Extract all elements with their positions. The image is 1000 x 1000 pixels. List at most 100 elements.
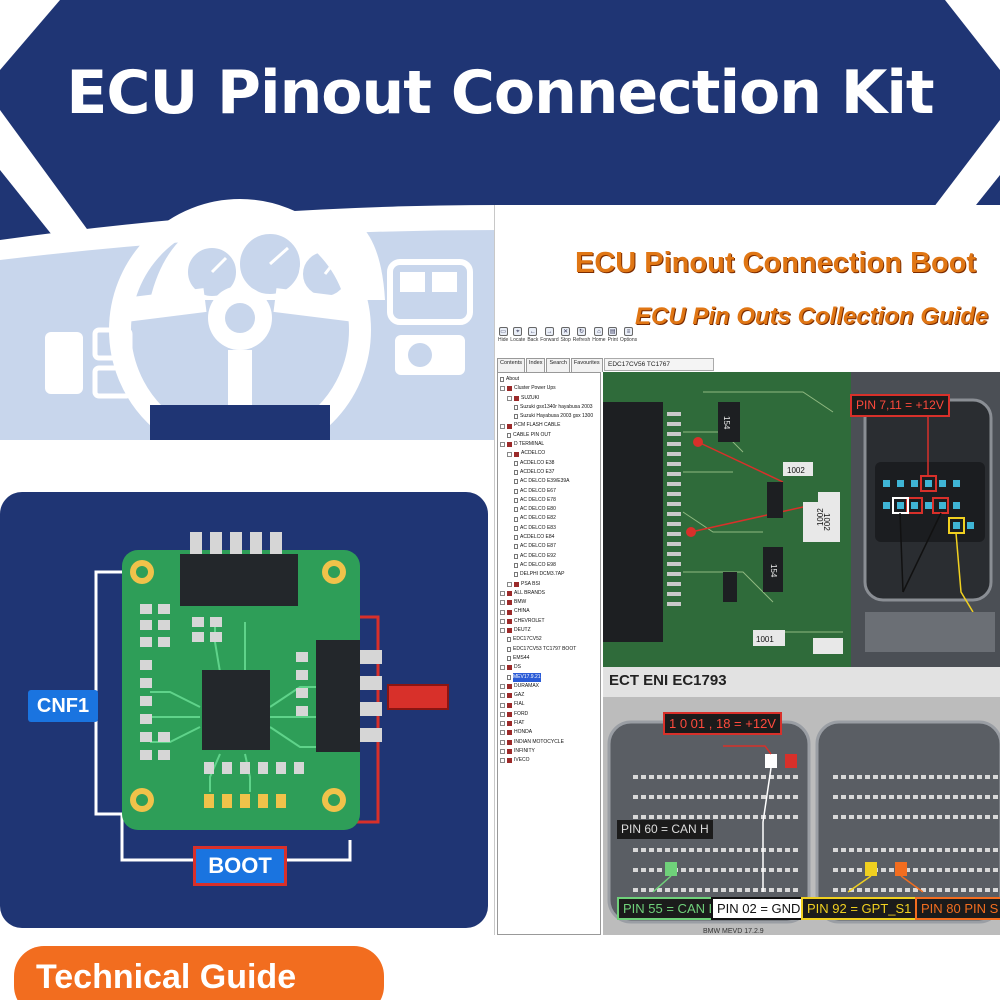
- expand-toggle-icon[interactable]: [500, 721, 505, 727]
- tree-item[interactable]: EDC17CV52: [500, 635, 600, 644]
- tree-item-label: AC DELCO E92: [520, 552, 556, 559]
- expand-toggle-icon[interactable]: [500, 442, 505, 448]
- tree-item[interactable]: AC DELCO E98: [500, 561, 600, 570]
- tab-index[interactable]: Index: [526, 358, 546, 372]
- tree-item[interactable]: FIAT: [500, 719, 600, 728]
- tree-item[interactable]: GAZ: [500, 691, 600, 700]
- toolbar-options-button[interactable]: ≡Options: [619, 327, 638, 343]
- expand-toggle-icon[interactable]: [500, 711, 505, 717]
- page-icon: [507, 646, 511, 652]
- tree-item-label: ACDELCO E38: [520, 459, 555, 466]
- tree-item-label: Suzuki Hayabusa 2003 gsx 1300: [520, 413, 594, 420]
- tree-item[interactable]: ACDELCO E38: [500, 459, 600, 468]
- page-icon: [514, 553, 518, 559]
- tree-item-label: EDC17CV53 TC1797 BOOT: [513, 645, 577, 652]
- tree-item-label: CHINA: [514, 608, 530, 615]
- book-icon: [507, 609, 512, 615]
- tree-item[interactable]: INDIAN MOTOCYCLE: [500, 738, 600, 747]
- expand-toggle-icon[interactable]: [500, 628, 505, 634]
- expand-toggle-icon[interactable]: [500, 609, 505, 615]
- page-icon: [514, 516, 518, 522]
- expand-toggle-icon[interactable]: [500, 758, 505, 764]
- expand-toggle-icon[interactable]: [500, 665, 505, 671]
- expand-toggle-icon[interactable]: [507, 581, 512, 587]
- tree-item[interactable]: About: [500, 375, 600, 384]
- expand-toggle-icon[interactable]: [507, 451, 512, 457]
- expand-toggle-icon[interactable]: [507, 395, 512, 401]
- tree-item[interactable]: AC DELCO E78: [500, 496, 600, 505]
- pin-55-label: PIN 55 = CAN L: [617, 897, 722, 920]
- tree-item[interactable]: INFINITY: [500, 747, 600, 756]
- tree-item[interactable]: ACDELCO E37: [500, 468, 600, 477]
- tab-contents[interactable]: Contents: [497, 358, 526, 372]
- tree-item[interactable]: AC DELCO E39/E39A: [500, 477, 600, 486]
- tree-item[interactable]: PCM FLASH CABLE: [500, 421, 600, 430]
- tree-item[interactable]: DS: [500, 663, 600, 672]
- tree-item[interactable]: PSA BSI: [500, 580, 600, 589]
- tree-item-label: SUZUKI: [521, 394, 540, 401]
- tree-item[interactable]: IVECO: [500, 756, 600, 765]
- tree-item[interactable]: Cluster Power Ups: [500, 384, 600, 393]
- tree-item[interactable]: AC DELCO E80: [500, 505, 600, 514]
- tab-favourites[interactable]: Favourites: [570, 358, 603, 372]
- tree-item[interactable]: SUZUKI: [500, 394, 600, 403]
- toolbar-locate-button[interactable]: ⌖Locate: [510, 327, 526, 343]
- tree-item[interactable]: CABLE PIN OUT: [500, 431, 600, 440]
- expand-toggle-icon[interactable]: [500, 702, 505, 708]
- tree-item[interactable]: DELPHI DCM3.7AP: [500, 570, 600, 579]
- tree-item[interactable]: ACDELCO E84: [500, 533, 600, 542]
- expand-toggle-icon[interactable]: [500, 386, 505, 392]
- tab-search[interactable]: Search: [546, 358, 570, 372]
- tree-item[interactable]: Suzuki gsx1340r hayabusa 2003: [500, 403, 600, 412]
- tree-item[interactable]: AC DELCO E83: [500, 524, 600, 533]
- toolbar-refresh-button[interactable]: ↻Refresh: [572, 327, 591, 343]
- toolbar-forward-button[interactable]: →Forward: [540, 327, 559, 343]
- tree-item[interactable]: Suzuki Hayabusa 2003 gsx 1300: [500, 412, 600, 421]
- toolbar-stop-button[interactable]: ✕Stop: [560, 327, 571, 343]
- book-icon: [507, 730, 512, 736]
- tree-item[interactable]: ALL BRANDS: [500, 589, 600, 598]
- tree-item[interactable]: HONDA: [500, 728, 600, 737]
- tree-item[interactable]: EDC17CV53 TC1797 BOOT: [500, 645, 600, 654]
- tree-item[interactable]: AC DELCO E67: [500, 487, 600, 496]
- tree-item[interactable]: CHINA: [500, 607, 600, 616]
- page-icon: [514, 479, 518, 485]
- document-tab[interactable]: EDC17CV56 TC1767: [604, 358, 714, 371]
- expand-toggle-icon[interactable]: [500, 749, 505, 755]
- tree-item[interactable]: CHEVROLET: [500, 617, 600, 626]
- expand-toggle-icon[interactable]: [500, 590, 505, 596]
- expand-toggle-icon[interactable]: [500, 618, 505, 624]
- tree-item[interactable]: AC DELCO E87: [500, 542, 600, 551]
- tree-item[interactable]: ACDELCO: [500, 449, 600, 458]
- toolbar-print-button[interactable]: ▤Print: [607, 327, 618, 343]
- pin-7-11-label: PIN 7,11 = +12V: [850, 394, 950, 417]
- book-icon: [507, 683, 512, 689]
- tree-item[interactable]: AC DELCO E92: [500, 552, 600, 561]
- toolbar-back-button[interactable]: ←Back: [527, 327, 539, 343]
- tree-item[interactable]: D TERMINAL: [500, 440, 600, 449]
- printer-icon: ▤: [608, 327, 618, 336]
- page-icon: [507, 637, 511, 643]
- tree-item-label: DELPHI DCM3.7AP: [520, 571, 565, 578]
- expand-toggle-icon[interactable]: [500, 683, 505, 689]
- toolbar-home-button[interactable]: ⌂Home: [592, 327, 606, 343]
- tree-item[interactable]: EMS44: [500, 654, 600, 663]
- expand-toggle-icon[interactable]: [500, 693, 505, 699]
- expand-toggle-icon[interactable]: [500, 739, 505, 745]
- tree-item[interactable]: MEV17.9.21: [500, 672, 600, 682]
- expand-toggle-icon[interactable]: [500, 423, 505, 429]
- tree-item[interactable]: AC DELCO E82: [500, 514, 600, 523]
- tree-item[interactable]: DEUTZ: [500, 626, 600, 635]
- tree-item[interactable]: DURAMAX: [500, 682, 600, 691]
- tree-item[interactable]: FIAL: [500, 700, 600, 709]
- toolbar-hide-button[interactable]: ▭Hide: [498, 327, 509, 343]
- expand-toggle-icon[interactable]: [500, 730, 505, 736]
- locate-icon: ⌖: [513, 327, 523, 336]
- ecu-board-photo: 1002 1002 1002 154 154 1001: [603, 372, 1000, 935]
- expand-toggle-icon[interactable]: [500, 600, 505, 606]
- page-icon: [514, 535, 518, 541]
- book-icon: [514, 581, 519, 587]
- tree-item[interactable]: BMW: [500, 598, 600, 607]
- tree-item[interactable]: FORD: [500, 710, 600, 719]
